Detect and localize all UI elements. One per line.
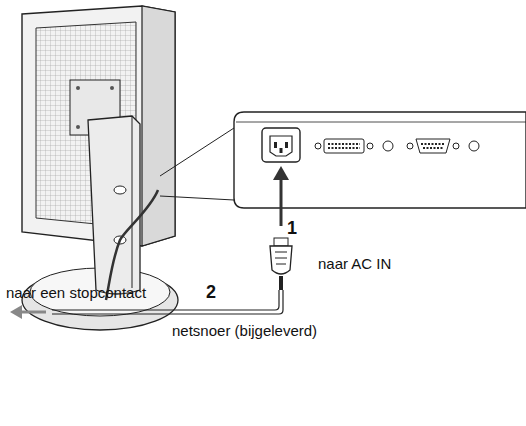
connector-panel xyxy=(234,112,526,208)
callout-number: 1 xyxy=(287,218,297,240)
stand-neck xyxy=(88,116,140,294)
callout-number: 2 xyxy=(206,282,216,304)
part-name: netsnoer (bijgeleverd) xyxy=(172,322,317,340)
insert-arrow xyxy=(273,166,289,226)
power-plug xyxy=(270,238,292,290)
connection-label: naar AC IN xyxy=(318,255,391,273)
connection-label: naar een stopcontact xyxy=(6,284,146,302)
